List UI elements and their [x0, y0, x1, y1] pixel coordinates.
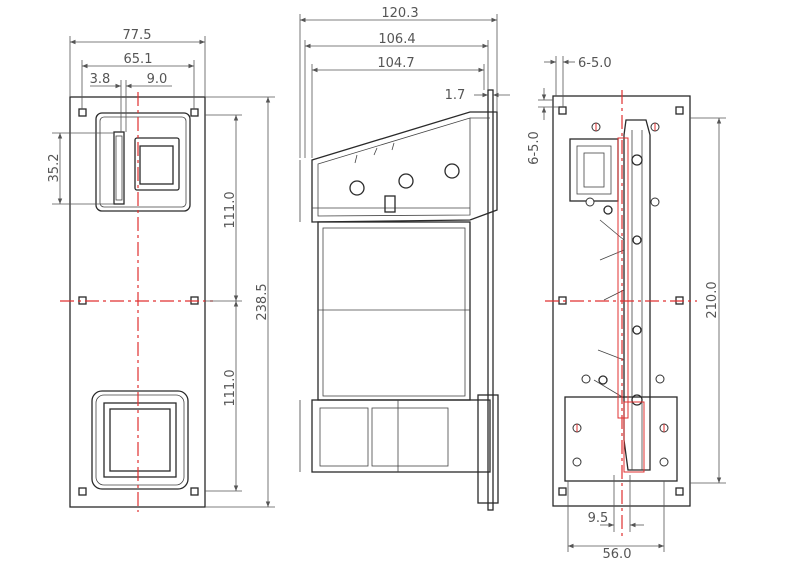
dim-front-upper-span: 111.0: [223, 191, 238, 228]
front-view: [52, 36, 275, 512]
dim-front-hole-spacing: 65.1: [124, 52, 153, 67]
side-view: [299, 14, 510, 511]
side-coin-chute: [311, 111, 498, 223]
dim-side-bracket-depth: 104.7: [377, 56, 414, 71]
rear-lower-block: [564, 396, 678, 482]
dim-rear-bottom-offset: 9.5: [588, 511, 609, 526]
dim-front-slot-height: 35.2: [47, 154, 62, 183]
dim-rear-bottom-width: 56.0: [603, 547, 632, 562]
dim-side-body-depth: 106.4: [378, 32, 415, 47]
dim-rear-offset-y: 6-5.0: [527, 131, 542, 165]
rear-dimension-labels: 6-5.0 6-5.0 210.0 9.5 56.0: [527, 56, 720, 562]
rear-red-detail: [576, 123, 665, 473]
dim-rear-vertical-span: 210.0: [705, 281, 720, 318]
dim-front-overall-width: 77.5: [123, 28, 152, 43]
dim-side-plate-thickness: 1.7: [445, 88, 466, 103]
coin-entry-bezel: [95, 112, 191, 212]
dim-front-slot-left: 3.8: [90, 72, 111, 87]
dim-front-lower-span: 111.0: [223, 369, 238, 406]
dim-front-overall-height: 238.5: [255, 283, 270, 320]
side-lower-housing: [311, 399, 491, 473]
rear-view: [538, 56, 726, 552]
dim-front-slot-right: 9.0: [147, 72, 168, 87]
dim-rear-offset-x: 6-5.0: [578, 56, 612, 71]
side-dimension-labels: 120.3 106.4 104.7 1.7: [377, 6, 465, 103]
dim-side-overall-depth: 120.3: [381, 6, 418, 21]
front-dimension-labels: 77.5 65.1 3.8 9.0 35.2 111.0 111.0 238.5: [47, 28, 270, 407]
side-face-plate: [487, 89, 494, 511]
side-return-flange: [477, 394, 499, 504]
rear-mechanism-rail: [593, 119, 651, 471]
coin-return-bezel: [91, 390, 189, 490]
side-main-body: [317, 221, 471, 401]
rear-internal-holes: [572, 122, 669, 467]
